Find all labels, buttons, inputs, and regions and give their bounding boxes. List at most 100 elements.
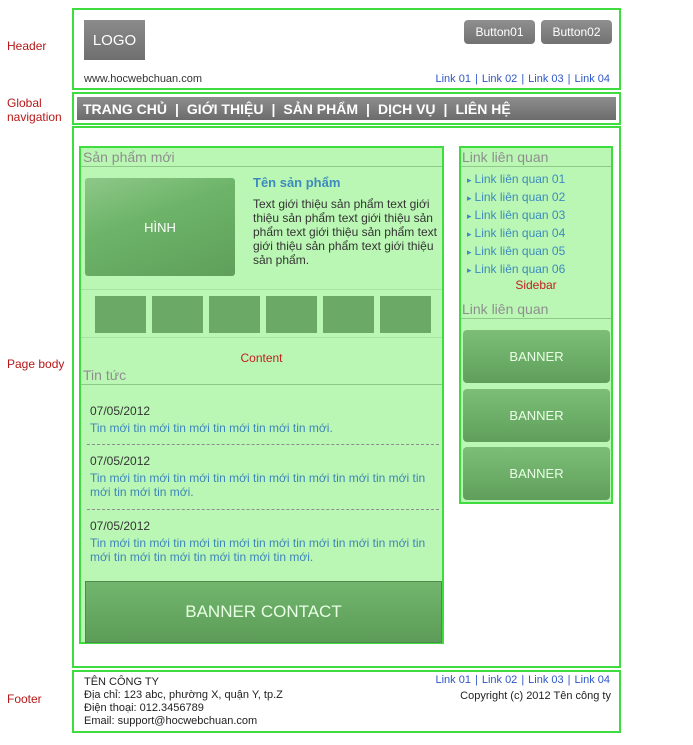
sidebar-label: Sidebar: [515, 278, 557, 292]
divider: [81, 384, 442, 385]
banner-contact[interactable]: BANNER CONTACT: [85, 581, 442, 643]
sidebar: Link liên quan ▸Link liên quan 01 ▸Link …: [459, 146, 613, 504]
link-separator: |: [567, 674, 571, 686]
product-thumbnail[interactable]: [152, 296, 203, 333]
product-thumbnail[interactable]: [323, 296, 374, 333]
nav-separator: |: [271, 100, 276, 117]
header-link-01[interactable]: Link 01: [435, 73, 471, 85]
link-separator: |: [567, 73, 571, 85]
sidebar-title-2: Link liên quan: [462, 301, 549, 317]
sidebar-link-label[interactable]: Link liên quan 04: [474, 226, 566, 240]
site-url: www.hocwebchuan.com: [84, 73, 203, 85]
product-name[interactable]: Tên sản phẩm: [253, 175, 341, 190]
nav-separator: |: [366, 100, 370, 117]
sidebar-link-label[interactable]: Link liên quan 01: [474, 172, 566, 186]
bullet-icon: ▸: [467, 247, 472, 257]
annotation-header: Header: [7, 39, 47, 53]
nav-item-contact[interactable]: LIÊN HỆ: [455, 100, 511, 117]
bullet-icon: ▸: [467, 229, 472, 239]
product-description: Text giới thiệu sản phẩm text giới thiệu…: [253, 197, 437, 267]
footer-link-02[interactable]: Link 02: [481, 674, 518, 686]
link-separator: |: [521, 674, 525, 686]
divider: [461, 166, 611, 167]
footer-company-info: TÊN CÔNG TY Địa chỉ: 123 abc, phường X, …: [84, 676, 283, 728]
sidebar-link[interactable]: ▸Link liên quan 01: [467, 172, 565, 186]
sidebar-banner[interactable]: BANNER: [463, 447, 610, 500]
annotation-page-body: Page body: [7, 357, 65, 371]
header-links: Link 01|Link 02|Link 03|Link 04: [435, 73, 610, 85]
news-date: 07/05/2012: [90, 519, 151, 533]
link-separator: |: [521, 73, 525, 85]
new-products-title: Sản phẩm mới: [83, 149, 175, 165]
divider: [81, 289, 442, 290]
button-01[interactable]: Button01: [464, 20, 535, 44]
news-divider: [87, 509, 439, 510]
product-thumbnail[interactable]: [95, 296, 146, 333]
news-item: 07/05/2012 Tin mới tin mới tin mới tin m…: [90, 519, 440, 564]
footer-link-04[interactable]: Link 04: [574, 674, 610, 686]
annotation-global-nav-line1: Global: [7, 96, 42, 110]
footer-address: Địa chỉ: 123 abc, phường X, quận Y, tp.Z: [84, 689, 283, 701]
bullet-icon: ▸: [467, 175, 472, 185]
global-navigation: TRANG CHỦ | GIỚI THIỆU | SẢN PHẨM | DỊCH VỤ | LI…: [72, 92, 621, 125]
sidebar-link-label[interactable]: Link liên quan 06: [474, 262, 566, 276]
divider: [461, 318, 611, 319]
sidebar-link[interactable]: ▸Link liên quan 06: [467, 262, 565, 276]
footer-phone: Điện thoại: 012.3456789: [84, 702, 204, 714]
nav-item-products[interactable]: SẢN PHẨM: [283, 100, 359, 117]
header: LOGO Button01 Button02 www.hocwebchuan.c…: [72, 8, 621, 90]
sidebar-title-1: Link liên quan: [462, 149, 549, 165]
bullet-icon: ▸: [467, 265, 472, 275]
news-text[interactable]: Tin mới tin mới tin mới tin mới tin mới …: [90, 421, 333, 435]
nav-separator: |: [175, 100, 179, 117]
product-image[interactable]: HÌNH: [85, 178, 235, 276]
product-thumbnail[interactable]: [266, 296, 317, 333]
sidebar-link[interactable]: ▸Link liên quan 04: [467, 226, 565, 240]
footer-company-name: TÊN CÔNG TY: [84, 676, 159, 688]
news-text[interactable]: Tin mới tin mới tin mới tin mới tin mới …: [90, 536, 426, 564]
news-date: 07/05/2012: [90, 404, 151, 418]
nav-item-home[interactable]: TRANG CHỦ: [83, 100, 167, 117]
news-divider: [87, 444, 439, 445]
annotation-footer: Footer: [7, 692, 42, 706]
sidebar-link[interactable]: ▸Link liên quan 05: [467, 244, 565, 258]
sidebar-link-label[interactable]: Link liên quan 03: [474, 208, 566, 222]
news-item: 07/05/2012 Tin mới tin mới tin mới tin m…: [90, 404, 440, 435]
footer-link-03[interactable]: Link 03: [528, 674, 564, 686]
nav-item-about[interactable]: GIỚI THIỆU: [186, 100, 264, 117]
content-label: Content: [240, 351, 283, 365]
bullet-icon: ▸: [467, 193, 472, 203]
bullet-icon: ▸: [467, 211, 472, 221]
sidebar-banner[interactable]: BANNER: [463, 389, 610, 442]
footer-copyright: Copyright (c) 2012 Tên công ty: [460, 690, 611, 702]
divider: [81, 337, 442, 338]
divider: [81, 166, 442, 167]
header-link-03[interactable]: Link 03: [528, 73, 564, 85]
button-02[interactable]: Button02: [541, 20, 612, 44]
product-thumbnail[interactable]: [380, 296, 431, 333]
news-title: Tin tức: [83, 367, 127, 383]
sidebar-link-label[interactable]: Link liên quan 05: [474, 244, 566, 258]
header-link-04[interactable]: Link 04: [574, 73, 610, 85]
footer: TÊN CÔNG TY Địa chỉ: 123 abc, phường X, …: [72, 670, 621, 733]
nav-bar: TRANG CHỦ | GIỚI THIỆU | SẢN PHẨM | DỊCH VỤ | LI…: [77, 97, 616, 120]
sidebar-banner[interactable]: BANNER: [463, 330, 610, 383]
annotation-global-nav-line2: navigation: [7, 110, 62, 124]
news-date: 07/05/2012: [90, 454, 151, 468]
sidebar-link-label[interactable]: Link liên quan 02: [474, 190, 566, 204]
link-separator: |: [474, 73, 478, 85]
link-separator: |: [474, 674, 478, 686]
footer-email[interactable]: Email: support@hocwebchuan.com: [84, 715, 258, 727]
footer-links: Link 01|Link 02|Link 03|Link 04: [435, 674, 610, 687]
news-text[interactable]: Tin mới tin mới tin mới tin mới tin mới …: [90, 471, 426, 499]
logo[interactable]: LOGO: [84, 20, 145, 60]
content-area: Sản phẩm mới HÌNH Tên sản phẩm Text giới…: [79, 146, 444, 644]
nav-separator: |: [443, 100, 448, 117]
footer-link-01[interactable]: Link 01: [435, 674, 471, 686]
sidebar-link[interactable]: ▸Link liên quan 02: [467, 190, 565, 204]
header-link-02[interactable]: Link 02: [481, 73, 518, 85]
nav-item-services[interactable]: DỊCH VỤ: [377, 100, 436, 117]
news-item: 07/05/2012 Tin mới tin mới tin mới tin m…: [90, 454, 440, 499]
product-thumbnail[interactable]: [209, 296, 260, 333]
sidebar-link[interactable]: ▸Link liên quan 03: [467, 208, 565, 222]
